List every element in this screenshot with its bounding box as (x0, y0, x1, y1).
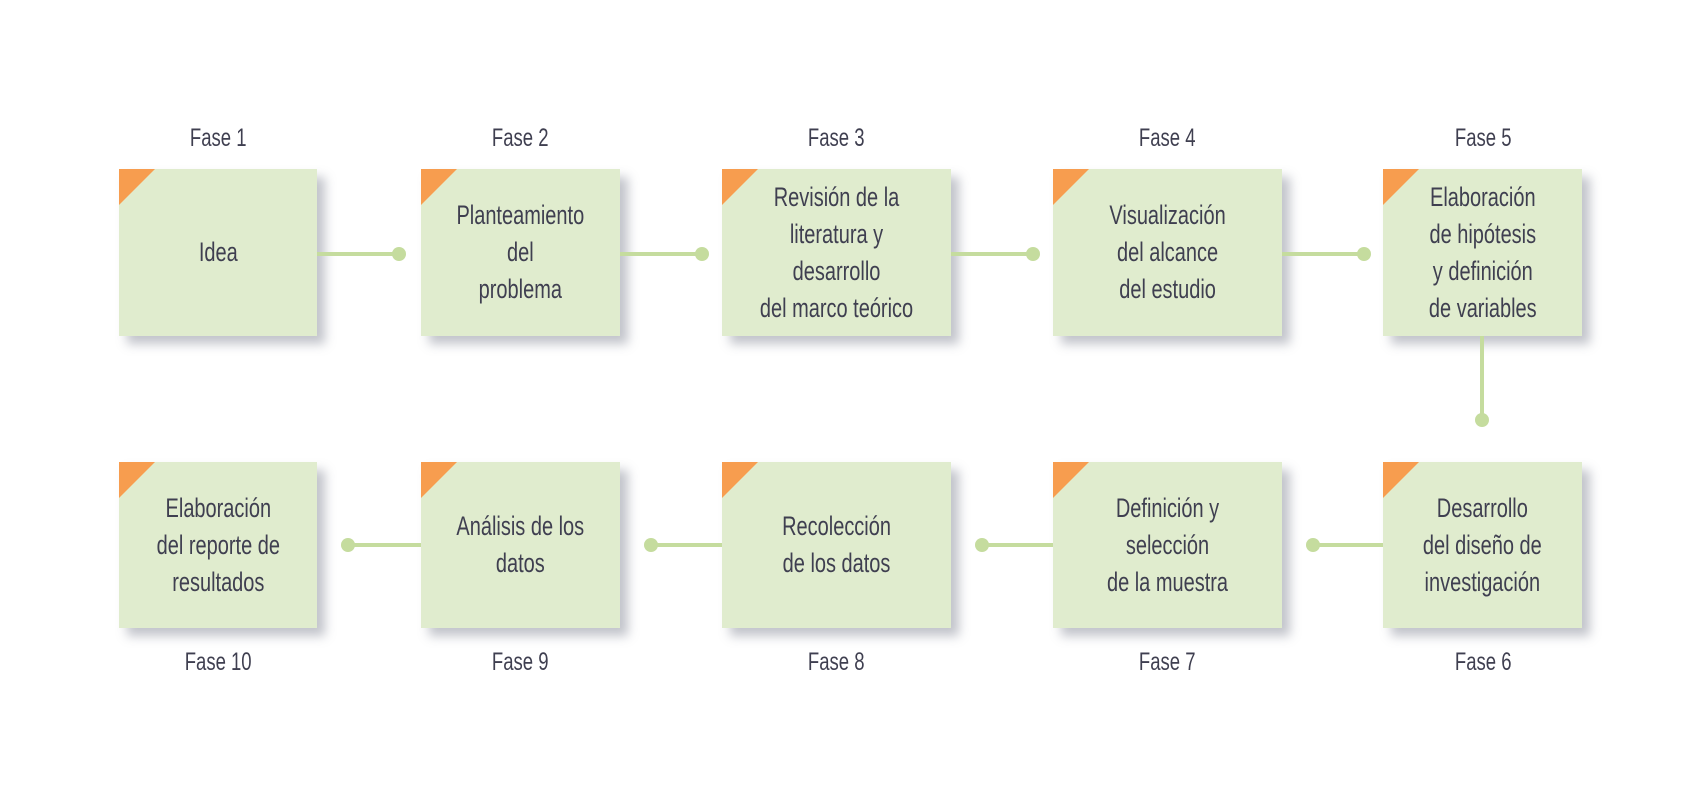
phase-4-text: Visualización del alcance del estudio (1109, 200, 1226, 304)
phase-6-box: Desarrollo del diseño de investigación (1383, 462, 1582, 628)
phase-9-label: Fase 9 (491, 648, 549, 676)
phase-8-label: Fase 8 (807, 648, 865, 676)
connector-dot (695, 247, 709, 261)
phase-4-box: Visualización del alcance del estudio (1053, 169, 1282, 336)
phase-8-box: Recolección de los datos (722, 462, 951, 628)
phase-6-label: Fase 6 (1454, 648, 1512, 676)
phase-4-label: Fase 4 (1138, 124, 1196, 152)
connector-5-6 (1480, 336, 1484, 420)
connector-7-8 (982, 543, 1053, 547)
connector-dot (341, 538, 355, 552)
connector-dot (1475, 413, 1489, 427)
phase-10-text: Elaboración del reporte de resultados (156, 492, 280, 597)
phase-8-text: Recolección de los datos (782, 511, 891, 578)
connector-2-3 (620, 252, 702, 256)
phase-7-text: Definición y selección de la muestra (1106, 492, 1229, 597)
connector-3-4 (951, 252, 1033, 256)
connector-1-2 (317, 252, 399, 256)
phase-9-text: Análisis de los datos (456, 511, 585, 578)
phase-5-text: Elaboración de hipótesis y definición de… (1428, 181, 1537, 323)
connector-9-10 (348, 543, 421, 547)
connector-dot (975, 538, 989, 552)
connector-dot (392, 247, 406, 261)
phase-10-box: Elaboración del reporte de resultados (119, 462, 317, 628)
phase-3-text: Revisión de la literatura y desarrollo d… (759, 181, 914, 323)
connector-dot (1357, 247, 1371, 261)
phase-7-label: Fase 7 (1138, 648, 1196, 676)
connector-6-7 (1313, 543, 1383, 547)
phase-5-box: Elaboración de hipótesis y definición de… (1383, 169, 1582, 336)
phase-7-box: Definición y selección de la muestra (1053, 462, 1282, 628)
phase-1-text: Idea (198, 237, 238, 267)
phase-3-box: Revisión de la literatura y desarrollo d… (722, 169, 951, 336)
connector-dot (1306, 538, 1320, 552)
phase-9-box: Análisis de los datos (421, 462, 620, 628)
phase-2-box: Planteamiento del problema (421, 169, 620, 336)
phase-1-label: Fase 1 (189, 124, 247, 152)
connector-4-5 (1282, 252, 1364, 256)
phase-10-label: Fase 10 (184, 648, 252, 676)
phase-2-text: Planteamiento del problema (456, 200, 585, 304)
phase-3-label: Fase 3 (807, 124, 865, 152)
phase-6-text: Desarrollo del diseño de investigación (1423, 492, 1542, 597)
phase-5-label: Fase 5 (1454, 124, 1512, 152)
connector-dot (644, 538, 658, 552)
phase-2-label: Fase 2 (491, 124, 549, 152)
connector-dot (1026, 247, 1040, 261)
phase-1-box: Idea (119, 169, 317, 336)
connector-8-9 (651, 543, 722, 547)
